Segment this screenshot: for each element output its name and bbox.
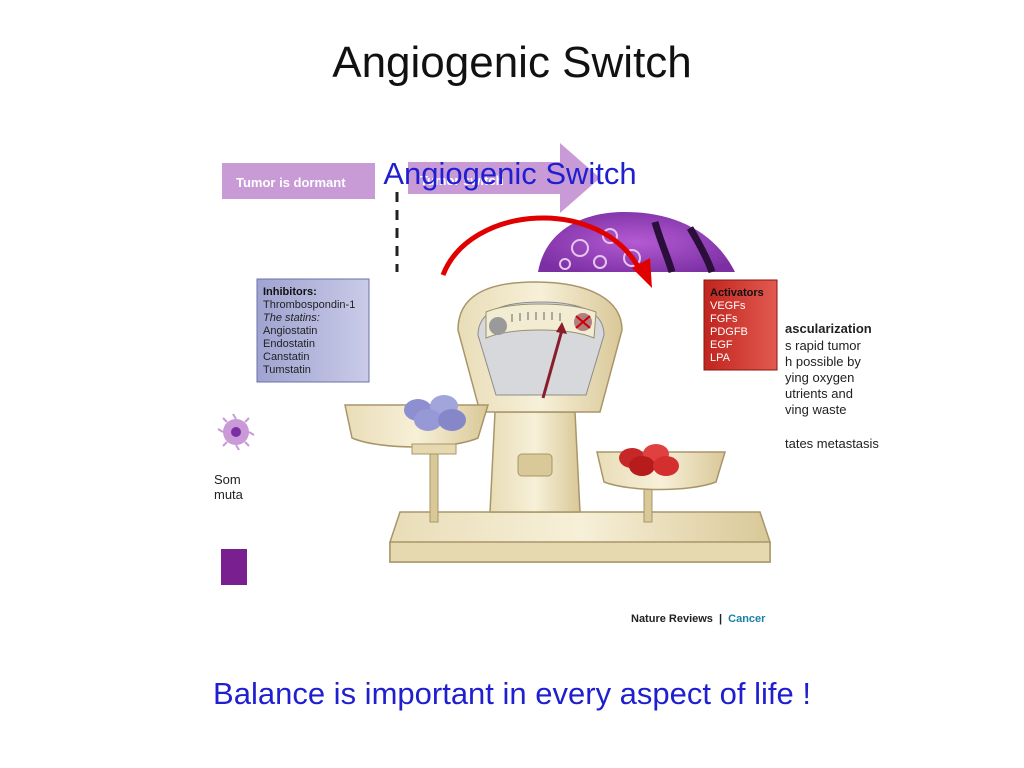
activator-item: LPA	[710, 352, 731, 364]
vascularization-line: h possible by	[785, 354, 861, 369]
activators-box: Activators VEGFs FGFs PDGFB EGF LPA	[703, 279, 778, 371]
activator-item: PDGFB	[710, 326, 748, 338]
activator-item: EGF	[710, 339, 733, 351]
inhibitors-heading: Inhibitors:	[263, 286, 317, 298]
credit-journal: Cancer	[728, 613, 766, 625]
dormant-arrow: Tumor is dormant	[222, 163, 375, 199]
vascularization-line: s rapid tumor	[785, 338, 862, 353]
inhibitor-item: Canstatin	[263, 351, 309, 363]
balance-scale-illustration	[344, 281, 771, 563]
activators-heading: Activators	[710, 287, 764, 299]
vascularization-line: utrients and	[785, 386, 853, 401]
vascularization-heading: ascularization	[785, 321, 872, 336]
inhibitor-item: Thrombospondin-1	[263, 299, 355, 311]
vascularization-line: ving waste	[785, 402, 846, 417]
slide-title: Angiogenic Switch	[332, 38, 692, 87]
credit-separator: |	[719, 613, 722, 625]
dormant-arrow-label: Tumor is dormant	[236, 175, 346, 190]
credit-source: Nature Reviews	[631, 613, 713, 625]
vascularization-line: ying oxygen	[785, 370, 854, 385]
inhibitor-item: Endostatin	[263, 338, 315, 350]
inhibitor-item: Angiostatin	[263, 325, 317, 337]
switch-arrow-label: Tumor switch	[420, 173, 504, 188]
inhibitor-item: The statins:	[263, 312, 320, 324]
inhibitors-box: Inhibitors: Thrombospondin-1 The statins…	[256, 278, 370, 383]
activator-item: VEGFs	[710, 300, 746, 312]
somatic-label: Som	[214, 472, 241, 487]
switch-curved-arrow	[440, 215, 652, 288]
slide-caption: Balance is important in every aspect of …	[213, 676, 811, 711]
somatic-label: muta	[214, 487, 244, 502]
vascularization-line: tates metastasis	[785, 436, 879, 451]
figure-credit: Nature Reviews | Cancer	[631, 613, 766, 625]
inhibitor-item: Tumstatin	[263, 364, 311, 376]
figure-overlay-title: Angiogenic Switch	[383, 156, 637, 191]
switch-arrow-band: Tumor switch	[408, 143, 600, 213]
cell-icon	[217, 413, 255, 451]
activator-item: FGFs	[710, 313, 738, 325]
purple-legend-square	[221, 549, 247, 585]
vascularization-text: ascularization s rapid tumor h possible …	[785, 321, 879, 451]
